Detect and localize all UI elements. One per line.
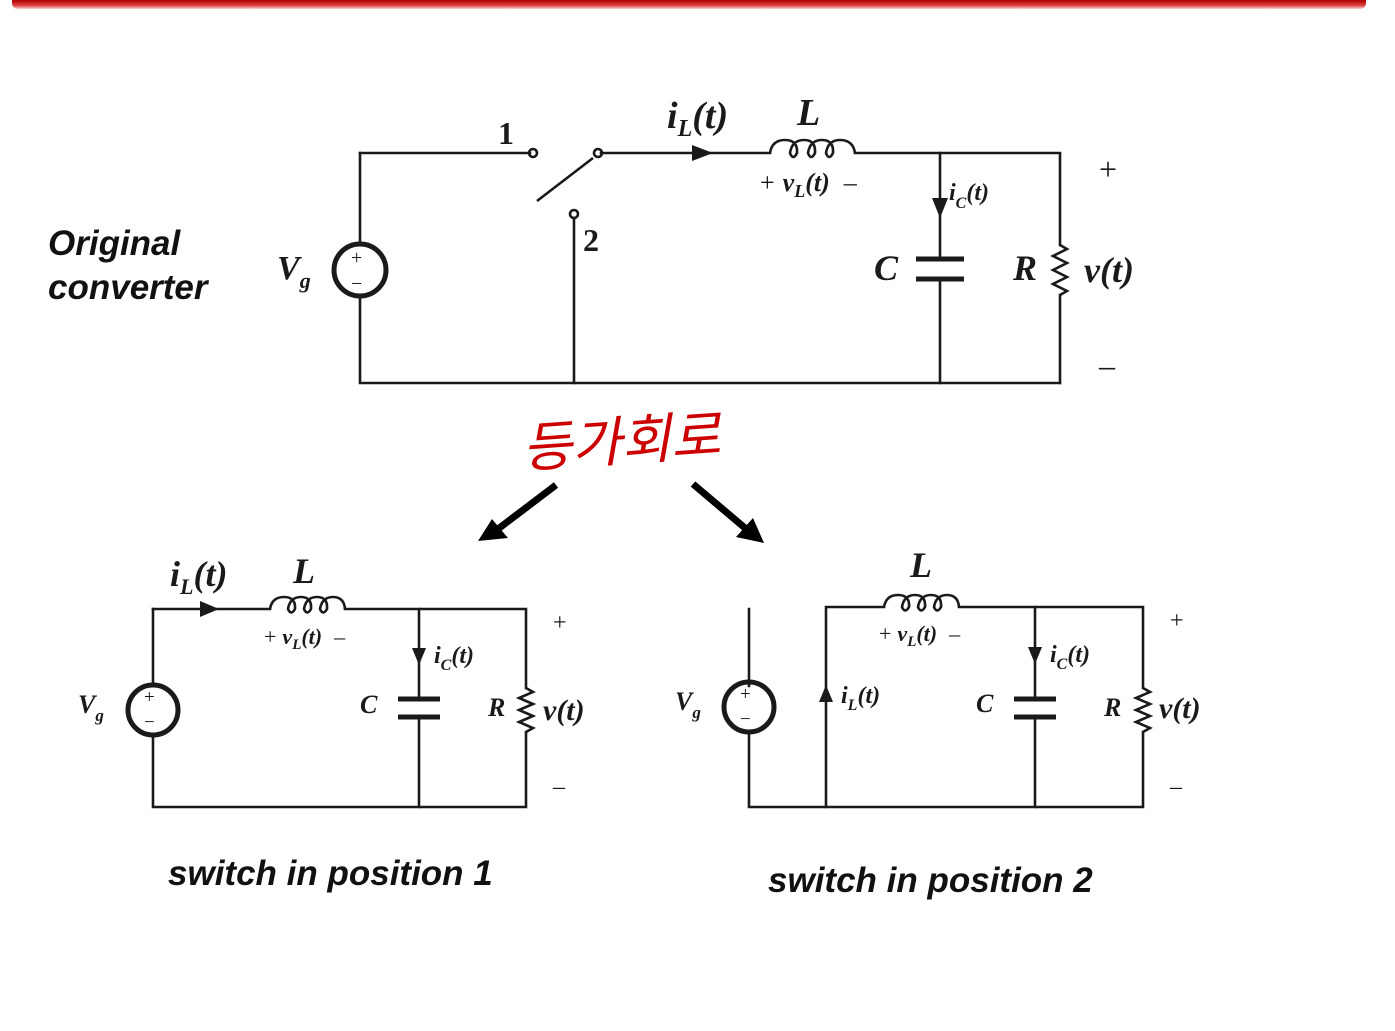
p2-current-arrow-il	[819, 685, 833, 702]
inductor-symbol	[768, 138, 857, 159]
switch-terminal-2	[568, 208, 580, 220]
wire-bottom	[358, 294, 1062, 385]
position2-caption: switch in position 2	[768, 861, 1093, 900]
p1-wire-top-right	[343, 607, 528, 690]
p2-ic-label: iC(t)	[1050, 642, 1090, 673]
source-label: Vg	[277, 250, 311, 293]
output-minus: –	[1098, 347, 1116, 383]
p2-resistor-label: R	[1103, 693, 1121, 722]
ic-label: iC(t)	[949, 180, 989, 212]
arrow-left-shaft	[495, 482, 559, 532]
original-label-line1: Original	[48, 224, 181, 263]
source-minus: −	[351, 273, 362, 295]
p2-wire-bottom	[747, 730, 1145, 809]
p2-current-arrow-ic	[1028, 647, 1042, 664]
arrow-left-head	[478, 519, 508, 541]
p1-output-plus: +	[553, 610, 567, 636]
p1-source-plus: +	[144, 687, 155, 708]
p1-source-label: Vg	[78, 690, 104, 725]
header-bar	[12, 0, 1366, 9]
current-arrow-ic	[932, 198, 948, 218]
current-arrow-il	[692, 145, 713, 161]
capacitor-label: C	[874, 248, 899, 288]
p2-inductor-voltage-label: +vL(t)–	[879, 621, 961, 650]
p1-inductor-label: L	[292, 551, 315, 591]
original-converter-circuit: 1 2 Vg + − iL(t) L +vL(t)– iC(t) C R v(t…	[277, 92, 1134, 385]
p1-source-minus: −	[144, 712, 155, 733]
arrow-right-head	[736, 518, 764, 543]
p1-inductor-symbol	[268, 595, 347, 614]
position2-circuit: L +vL(t)– iC(t) iL(t) Vg + − C R v(t) + …	[675, 545, 1201, 809]
p2-output-voltage-label: v(t)	[1159, 692, 1201, 725]
original-label-line2: converter	[48, 268, 208, 307]
p2-inductor-label: L	[909, 545, 932, 585]
original-converter-label: Original converter	[48, 222, 208, 310]
inductor-label: L	[796, 92, 820, 134]
switch-pole	[592, 147, 604, 159]
p2-inductor-symbol	[882, 593, 961, 612]
voltage-source-symbol	[331, 241, 389, 299]
p1-current-il-label: iL(t)	[170, 554, 227, 599]
p1-voltage-source-symbol	[125, 682, 181, 738]
p1-output-minus: –	[552, 774, 566, 800]
p2-source-plus: +	[740, 684, 751, 705]
p1-current-arrow-il	[200, 601, 219, 617]
inductor-voltage-label: +vL(t)–	[760, 168, 858, 201]
branch-arrows	[478, 481, 764, 543]
p1-ic-label: iC(t)	[434, 643, 474, 674]
switch-terminal-1	[527, 147, 539, 159]
p2-source-minus: −	[740, 709, 751, 730]
wire-top-right	[853, 151, 1062, 247]
p1-resistor-symbol	[515, 686, 537, 734]
position1-circuit: iL(t) L +vL(t)– iC(t) Vg + − C R v(t) + …	[78, 551, 585, 809]
source-plus: +	[351, 247, 362, 269]
p2-output-plus: +	[1170, 608, 1184, 634]
p1-output-voltage-label: v(t)	[543, 694, 585, 727]
p2-il-label: iL(t)	[841, 683, 880, 714]
p2-voltage-source-symbol	[721, 679, 777, 735]
p2-wire-top-right	[957, 605, 1145, 690]
position1-caption: switch in position 1	[168, 854, 493, 893]
output-voltage-label: v(t)	[1084, 250, 1134, 290]
switch-label-2: 2	[583, 222, 599, 258]
p1-wire-bottom	[151, 730, 528, 809]
output-plus: +	[1099, 151, 1117, 187]
arrow-right-shaft	[690, 481, 748, 531]
p1-resistor-label: R	[487, 693, 505, 722]
handwritten-annotation: 등가회로	[520, 403, 725, 480]
p2-output-minus: –	[1169, 774, 1183, 800]
p2-source-label: Vg	[675, 687, 701, 722]
p2-resistor-symbol	[1132, 686, 1154, 734]
p2-capacitor-label: C	[976, 689, 994, 718]
switch-blade	[536, 156, 594, 203]
p1-current-arrow-ic	[412, 648, 426, 665]
switch-label-1: 1	[498, 115, 514, 151]
resistor-symbol	[1050, 243, 1070, 297]
p1-capacitor-label: C	[360, 690, 378, 719]
current-il-label: iL(t)	[667, 95, 728, 142]
p2-wire-left-loop	[824, 605, 886, 809]
resistor-label: R	[1012, 248, 1037, 288]
p1-inductor-voltage-label: +vL(t)–	[264, 624, 346, 653]
